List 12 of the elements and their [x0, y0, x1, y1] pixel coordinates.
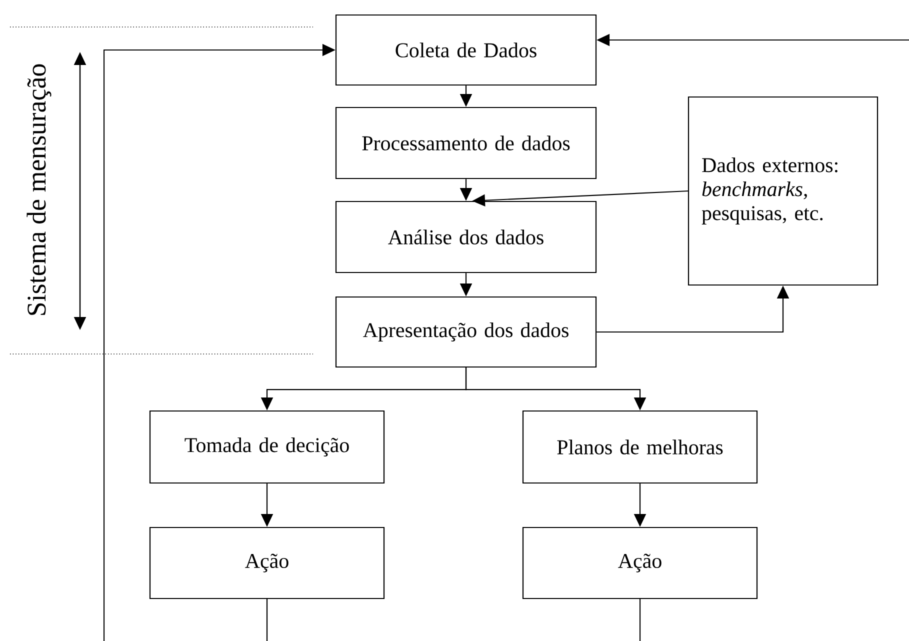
- connector-line: [266, 599, 268, 641]
- process-box: Análise dos dados: [335, 200, 597, 274]
- process-box: Processamento de dados: [335, 106, 597, 180]
- process-box: Tomada de decição: [149, 410, 385, 484]
- connector-line: [639, 599, 641, 641]
- process-box: Ação: [522, 526, 758, 600]
- process-box: Planos de melhoras: [522, 410, 758, 484]
- process-box: Coleta de Dados: [335, 14, 597, 86]
- process-box: Dados externos: benchmarks, pesquisas, etc.: [688, 96, 878, 286]
- process-box: Apresentação dos dados: [335, 296, 597, 368]
- rotated-label: Sistema de mensuração: [26, 64, 52, 315]
- process-box: Ação: [149, 526, 385, 600]
